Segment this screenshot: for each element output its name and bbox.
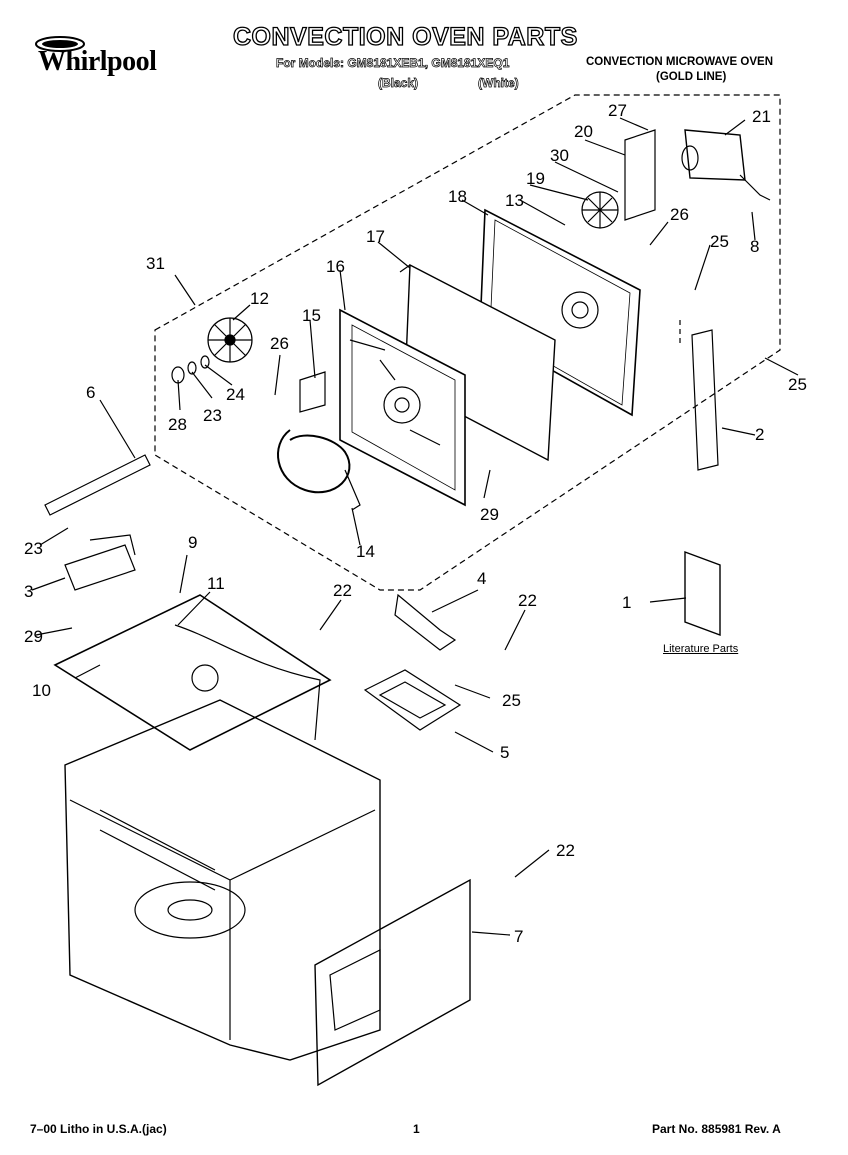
callout-31: 31 xyxy=(146,254,165,273)
fan-19 xyxy=(581,191,619,229)
callout-25b: 25 xyxy=(788,375,807,394)
callout-22b: 22 xyxy=(518,591,537,610)
callout-30: 30 xyxy=(550,146,569,165)
callout-14: 14 xyxy=(356,542,375,561)
callout-23b: 23 xyxy=(24,539,43,558)
callout-25: 25 xyxy=(710,232,729,251)
chassis xyxy=(64,699,381,1061)
callout-9: 9 xyxy=(188,533,198,552)
brand-name: Whirlpool xyxy=(38,46,157,77)
product-type: CONVECTION MICROWAVE OVEN xyxy=(586,56,773,68)
callout-22: 22 xyxy=(333,581,352,600)
callout-2: 2 xyxy=(755,425,765,444)
page-title: CONVECTION OVEN PARTS xyxy=(232,22,578,51)
footer-page-number: 1 xyxy=(413,1122,420,1136)
callout-1: 1 xyxy=(622,593,632,612)
lamp-4 xyxy=(394,593,457,651)
heater-housing xyxy=(339,308,466,507)
callout-17: 17 xyxy=(366,227,385,246)
product-line: (GOLD LINE) xyxy=(656,71,727,83)
callout-6: 6 xyxy=(86,383,96,402)
callout-26: 26 xyxy=(670,205,689,224)
callout-23: 23 xyxy=(203,406,222,425)
callout-22c: 22 xyxy=(556,841,575,860)
logo-swoosh-icon xyxy=(35,36,85,52)
literature-parts-label: Literature Parts xyxy=(663,643,739,655)
callout-26b: 26 xyxy=(270,334,289,353)
literature-booklet xyxy=(684,550,721,637)
callout-19: 19 xyxy=(526,169,545,188)
callout-7: 7 xyxy=(514,927,524,946)
callout-16: 16 xyxy=(326,257,345,276)
callout-15: 15 xyxy=(302,306,321,325)
callout-3: 3 xyxy=(24,582,34,601)
tray-5 xyxy=(363,669,462,731)
heating-element xyxy=(277,429,351,494)
callout-27: 27 xyxy=(608,101,627,120)
top-plate xyxy=(53,594,332,751)
callout-13: 13 xyxy=(505,191,524,210)
callout-12: 12 xyxy=(250,289,269,308)
bracket-15 xyxy=(299,371,326,413)
bracket-3 xyxy=(64,544,136,591)
footer-part-number: Part No. 885981 Rev. A xyxy=(652,1122,781,1136)
brand-logo: Whirlpool xyxy=(22,32,172,78)
model-color-black: (Black) xyxy=(378,76,419,91)
fan-12 xyxy=(207,317,253,363)
model-color-white: (White) xyxy=(478,76,519,91)
back-plate-7 xyxy=(314,878,471,1087)
assembly-boundary xyxy=(154,94,781,591)
callout-29b: 29 xyxy=(24,627,43,646)
rear-panel xyxy=(479,208,641,417)
side-trim xyxy=(691,329,719,471)
callout-21: 21 xyxy=(752,107,771,126)
callout-10: 10 xyxy=(32,681,51,700)
callout-25c: 25 xyxy=(502,691,521,710)
models-line: For Models: GM8181XEB1, GM8181XEQ1 xyxy=(276,56,510,71)
motor-21 xyxy=(684,129,746,181)
panel-6 xyxy=(44,454,151,516)
callout-24: 24 xyxy=(226,385,245,404)
callout-18: 18 xyxy=(448,187,467,206)
footer-litho: 7–00 Litho in U.S.A.(jac) xyxy=(30,1122,167,1136)
callout-8: 8 xyxy=(750,237,760,256)
callout-29: 29 xyxy=(480,505,499,524)
callout-28: 28 xyxy=(168,415,187,434)
motor-bracket xyxy=(624,129,656,221)
callout-20: 20 xyxy=(574,122,593,141)
callout-4: 4 xyxy=(477,569,487,588)
callout-11: 11 xyxy=(207,574,225,593)
callout-5: 5 xyxy=(500,743,510,762)
